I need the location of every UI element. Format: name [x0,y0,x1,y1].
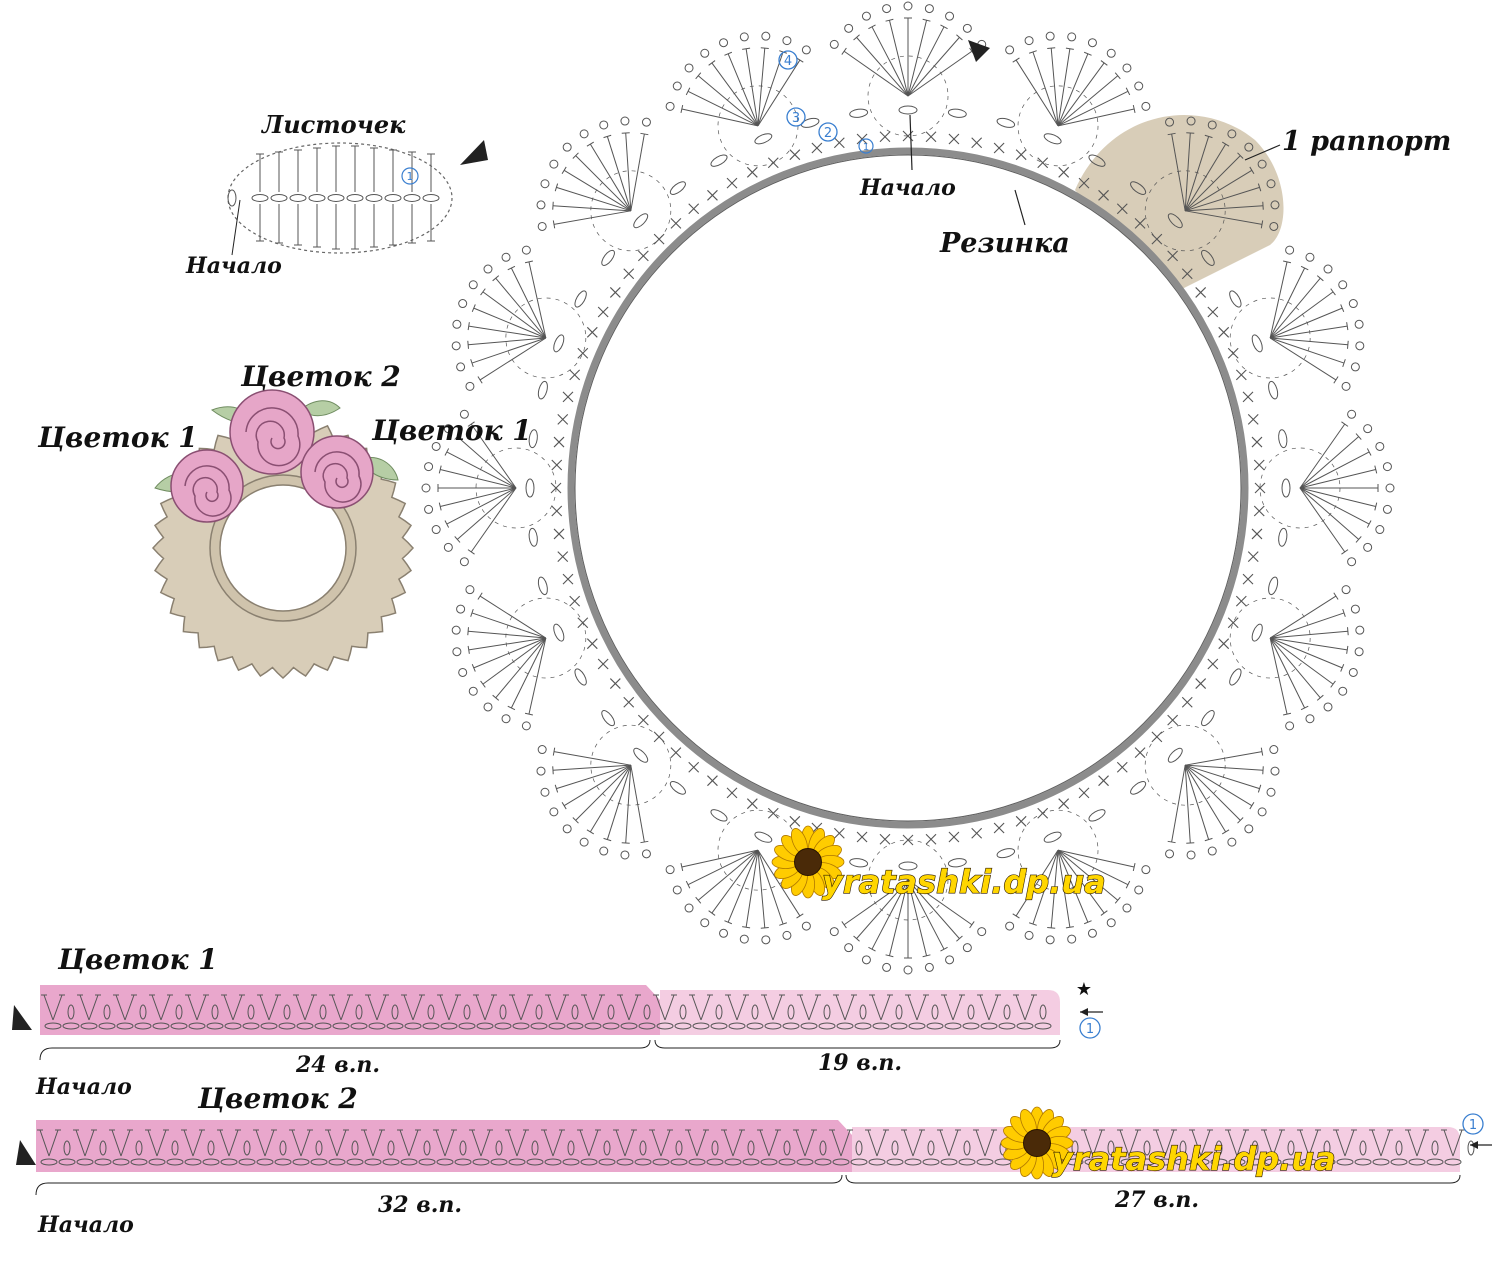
elastic-ring-inner [574,154,1242,822]
leaf-start-label: Начало [185,253,282,279]
strip1-count-right: 19 в.п. [818,1050,902,1076]
rose-flower-1-right-icon [300,435,374,509]
strip1-start-label: Начало [35,1074,132,1100]
strip2-count-left: 32 в.п. [378,1192,462,1218]
flower-2-label: Цветок 2 [240,360,401,393]
ring-stitches [421,1,1395,975]
round-4-label: 4 [784,54,792,69]
leaf-row-1-label: 1 [407,170,414,183]
strip2-count-right: 27 в.п. [1114,1187,1199,1213]
strip2-start-arrow-icon [16,1140,36,1165]
watermark-text-center: yratashki.dp.ua [822,863,1106,901]
strip1-count-left: 24 в.п. [295,1052,380,1078]
sunflower-icon [771,825,845,899]
flower-2-strip-chart: 1 [16,1113,1492,1196]
elastic-ring [567,147,1249,829]
start-leader-line [909,114,913,171]
elastic-leader-line [1014,189,1026,226]
preview-hole [219,484,347,612]
strip2-direction-arrow-icon [1470,1141,1478,1149]
strip2-title: Цветок 2 [197,1082,358,1115]
ring-start-label: Начало [859,175,956,201]
repeat-highlight [1075,114,1284,290]
watermark-text-bottom: yratashki.dp.ua [1052,1140,1336,1178]
flower-1-strip-chart: 1 ★ [12,979,1103,1061]
rose-flower-1-left-icon [170,449,244,523]
round-1-label: 1 [863,142,869,153]
round-markers: 4 3 2 1 [778,50,874,154]
ring-crochet-chart [421,1,1395,975]
strip1-star-icon: ★ [1076,979,1092,1000]
repeat-label: 1 раппорт [1282,126,1451,157]
elastic-label: Резинка [939,228,1070,259]
repeat-leader-line [1244,144,1281,161]
leaf-start-leader [231,199,241,256]
strip1-direction-arrow-icon [1080,1008,1088,1016]
strip1-title: Цветок 1 [57,943,218,976]
assembled-ring-preview [151,389,415,680]
strip2-row-1-label: 1 [1469,1118,1477,1133]
round-2-label: 2 [824,126,832,141]
round-3-label: 3 [792,111,800,126]
ring-start-arrow-icon [968,40,990,62]
leaf-start-arrow-icon [460,140,488,165]
strip1-start-arrow-icon [12,1005,32,1030]
flower-1-right-label: Цветок 1 [371,414,532,447]
flower-1-left-label: Цветок 1 [37,421,198,454]
rose-flower-2-icon [229,389,315,475]
leaf-chart: 1 [227,140,488,256]
strip1-row-1-label: 1 [1086,1022,1094,1037]
leaf-title: Листочек [260,110,406,139]
strip2-start-label: Начало [37,1212,134,1238]
sunflower-icon [1000,1106,1074,1180]
